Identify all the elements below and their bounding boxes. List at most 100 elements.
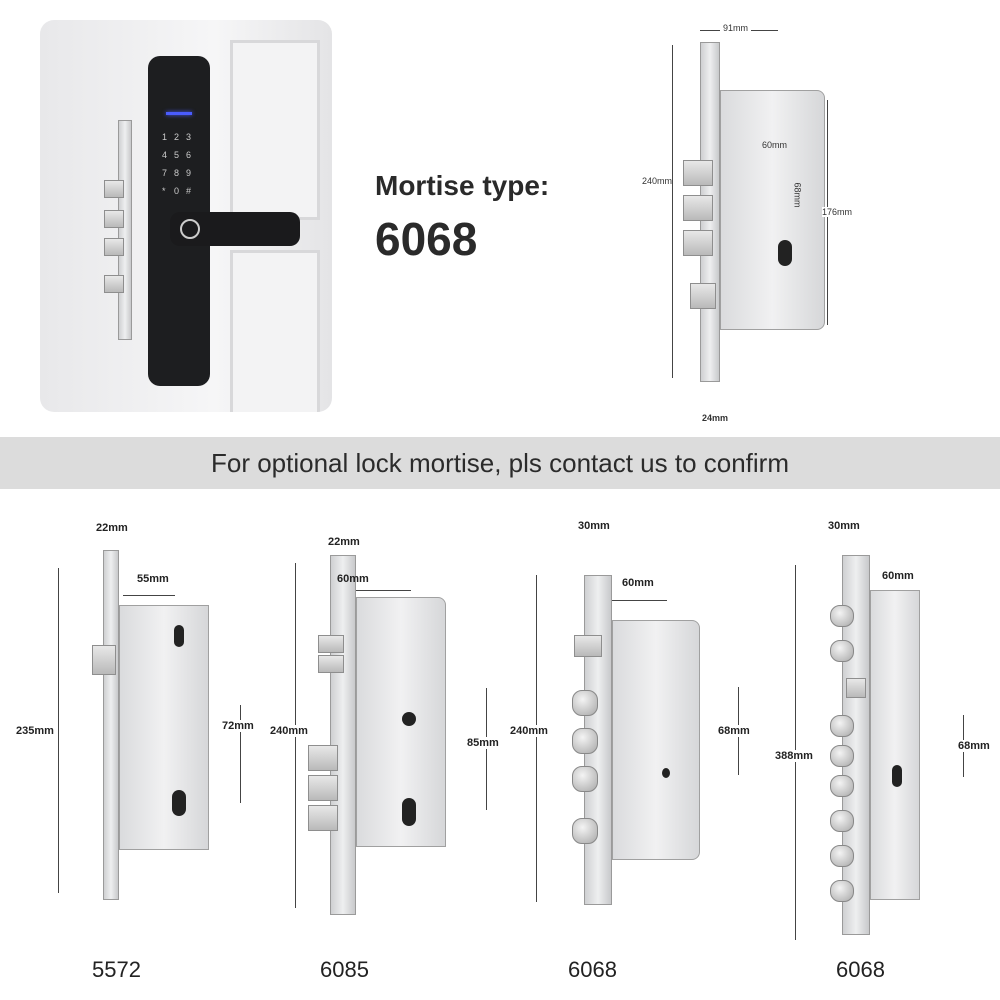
key: 1	[162, 132, 168, 142]
bolt	[104, 275, 124, 293]
backset-dimension: 55mm	[137, 573, 169, 585]
bolt	[683, 195, 713, 221]
center-dimension: 68mm	[792, 182, 803, 208]
center-dimension: 85mm	[467, 737, 499, 749]
key: 2	[174, 132, 180, 142]
center-dimension: 72mm	[222, 720, 254, 732]
round-bolt	[830, 810, 854, 832]
bolt	[683, 160, 713, 186]
cylinder-hole	[892, 765, 902, 787]
round-bolt	[830, 640, 854, 662]
height-dimension: 240mm	[510, 725, 548, 737]
round-bolt	[572, 728, 598, 754]
height-dimension: 235mm	[16, 725, 54, 737]
round-bolt	[830, 775, 854, 797]
hole	[662, 768, 670, 778]
fingerprint-icon	[180, 219, 200, 239]
lock-handle	[170, 212, 300, 246]
model-name: 6068	[568, 957, 617, 982]
cylinder-hole	[402, 798, 416, 826]
key: 0	[174, 186, 180, 196]
model-name: 6068	[836, 957, 885, 982]
key: 5	[174, 150, 180, 160]
width-dimension: 91mm	[720, 23, 752, 33]
bolt	[104, 238, 124, 256]
dimension-line	[240, 705, 241, 803]
latch-bolt	[318, 655, 344, 673]
latch-bolt	[846, 678, 866, 698]
key: 9	[186, 168, 192, 178]
cylinder-hole	[172, 790, 186, 816]
mortise-body	[356, 597, 446, 847]
bolt	[104, 210, 124, 228]
bolt	[104, 180, 124, 198]
dimension-line	[672, 45, 673, 378]
model-name: 6085	[320, 957, 369, 982]
faceplate-dimension: 30mm	[828, 520, 860, 532]
faceplate-dimension: 22mm	[96, 522, 128, 534]
faceplate	[330, 555, 356, 915]
center-dimension: 68mm	[958, 740, 990, 752]
round-bolt	[572, 818, 598, 844]
mortise-5572: 22mm 55mm 235mm 72mm 5572	[0, 500, 254, 1000]
mortise-body	[720, 90, 825, 330]
backset-dimension: 60mm	[882, 570, 914, 582]
mortise-type-model: 6068	[375, 213, 478, 265]
center-dimension: 68mm	[718, 725, 750, 737]
door-panel	[230, 250, 320, 412]
model-name: 5572	[92, 957, 141, 982]
key: 4	[162, 150, 168, 160]
latch-bolt	[318, 635, 344, 653]
latch-bolt	[574, 635, 602, 657]
dimension-line	[356, 590, 411, 591]
mortise-body	[119, 605, 209, 850]
round-bolt	[830, 880, 854, 902]
key: 3	[186, 132, 192, 142]
height-dimension: 240mm	[270, 725, 308, 737]
round-bolt	[830, 845, 854, 867]
key: #	[186, 186, 192, 196]
round-bolt	[572, 690, 598, 716]
mortise-type-label: Mortise type:	[375, 170, 550, 201]
round-bolt	[830, 605, 854, 627]
faceplate-dimension: 24mm	[702, 413, 729, 423]
height-dimension: 388mm	[775, 750, 813, 762]
mortise-body	[612, 620, 700, 860]
dimension-line	[536, 575, 537, 902]
latch-bolt	[92, 645, 116, 675]
bolt	[683, 230, 713, 256]
dimension-line	[58, 568, 59, 893]
banner: For optional lock mortise, pls contact u…	[0, 437, 1000, 489]
backset-dimension: 60mm	[622, 577, 654, 589]
hole	[402, 712, 416, 726]
mortise-6068: 30mm 60mm 240mm 68mm 6068	[500, 500, 750, 1000]
mortise-6085: 22mm 60mm 240mm 85mm 6085	[250, 500, 500, 1000]
round-bolt	[830, 715, 854, 737]
round-bolt	[572, 766, 598, 792]
bolt	[690, 283, 716, 309]
backset-dimension: 60mm	[762, 140, 788, 150]
top-mortise-diagram: 91mm 240mm 60mm 68mm 176mm 24mm	[0, 0, 1000, 430]
hole	[174, 625, 184, 647]
backset-dimension: 60mm	[337, 573, 369, 585]
bolt	[308, 775, 338, 801]
door-panel	[230, 40, 320, 220]
cylinder-hole	[778, 240, 792, 266]
round-bolt	[830, 745, 854, 767]
faceplate	[103, 550, 119, 900]
key: 7	[162, 168, 168, 178]
faceplate-dimension: 30mm	[578, 520, 610, 532]
faceplate-dimension: 22mm	[328, 536, 360, 548]
key: 8	[174, 168, 180, 178]
key: *	[162, 186, 166, 196]
height-dimension: 240mm	[642, 176, 673, 186]
body-height-dimension: 176mm	[822, 207, 853, 217]
dimension-line	[612, 600, 667, 601]
status-light	[166, 112, 192, 115]
bolt	[308, 805, 338, 831]
dimension-line	[486, 688, 487, 810]
mortise-6068-long: 30mm 60mm 388mm 68mm 6068	[750, 500, 1000, 1000]
mortise-body	[870, 590, 920, 900]
